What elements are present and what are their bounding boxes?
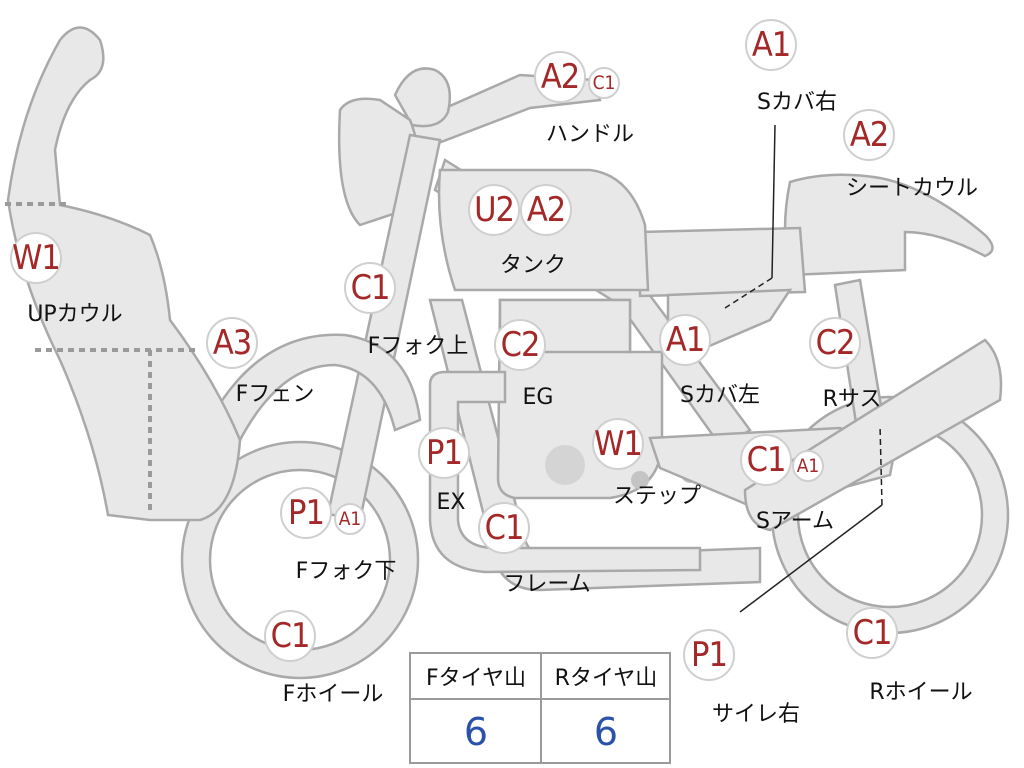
grade-badge: C1 xyxy=(478,502,530,554)
rear-tire-value: 6 xyxy=(593,710,619,754)
rear-tire-header: Rタイヤ山 xyxy=(554,666,658,691)
part-label-up-cowl: UPカウル xyxy=(27,302,123,327)
grade-badge: C1 xyxy=(846,607,898,659)
part-label-rear-suspension: Rサス xyxy=(822,387,882,412)
part-label-swing-arm: Sアーム xyxy=(756,509,834,534)
part-label-f-fork-lower: Fフォク下 xyxy=(295,559,397,584)
exhaust-shape xyxy=(428,370,702,574)
seat-shape xyxy=(638,226,807,298)
part-label-tank: タンク xyxy=(499,253,567,278)
front-tire-header: Fタイヤ山 xyxy=(426,666,526,691)
part-label-engine: EG xyxy=(522,385,554,410)
grade-badge: A2 xyxy=(534,51,586,103)
part-label-seat-cowl: シートカウル xyxy=(845,176,979,201)
part-label-muffler-right: サイレ右 xyxy=(711,702,801,727)
grade-badge: A2 xyxy=(843,109,895,161)
part-label-step: ステップ xyxy=(612,484,702,509)
muffler-right-leader xyxy=(739,504,883,613)
grade-badge: A1 xyxy=(745,19,797,71)
part-label-r-wheel: Rホイール xyxy=(869,680,973,705)
part-label-f-wheel: Fホイール xyxy=(282,682,384,707)
grade-badge: W1 xyxy=(592,418,644,470)
grade-badge: W1 xyxy=(10,232,62,284)
grade-badge: P1 xyxy=(683,629,735,681)
grade-badge: A1 xyxy=(792,450,824,482)
grade-badge: C1 xyxy=(344,262,396,314)
grade-badge: P1 xyxy=(418,427,470,479)
part-label-exhaust: EX xyxy=(436,490,466,515)
grade-badge: A1 xyxy=(334,503,366,535)
side-cover-right-leader xyxy=(771,124,776,279)
front-fender-shape xyxy=(208,333,422,442)
grade-badge: P1 xyxy=(280,487,332,539)
part-label-f-fork-upper: Fフォク上 xyxy=(367,334,469,359)
front-tire-value: 6 xyxy=(463,710,489,754)
part-label-f-fender: Fフェン xyxy=(235,382,315,407)
tire-tread-table: Fタイヤ山 Rタイヤ山 6 6 xyxy=(409,652,671,764)
grade-badge: C1 xyxy=(264,610,316,662)
grade-badge: A3 xyxy=(206,317,258,369)
upper-cowl-shape xyxy=(6,26,242,522)
part-label-side-cover-right: Sカバ右 xyxy=(757,90,837,115)
grade-badge: A2 xyxy=(520,184,572,236)
grade-badge: C1 xyxy=(740,434,792,486)
table-divider xyxy=(540,654,542,762)
part-label-frame: フレーム xyxy=(503,572,591,597)
grade-badge: C2 xyxy=(809,317,861,369)
grade-badge: A1 xyxy=(659,314,711,366)
grade-badge: C1 xyxy=(588,67,620,99)
part-label-side-cover-left: Sカバ左 xyxy=(680,383,760,408)
grade-badge: U2 xyxy=(468,184,520,236)
part-label-handle: ハンドル xyxy=(545,122,635,147)
muffler-shape xyxy=(743,338,1003,532)
grade-badge: C2 xyxy=(494,319,546,371)
